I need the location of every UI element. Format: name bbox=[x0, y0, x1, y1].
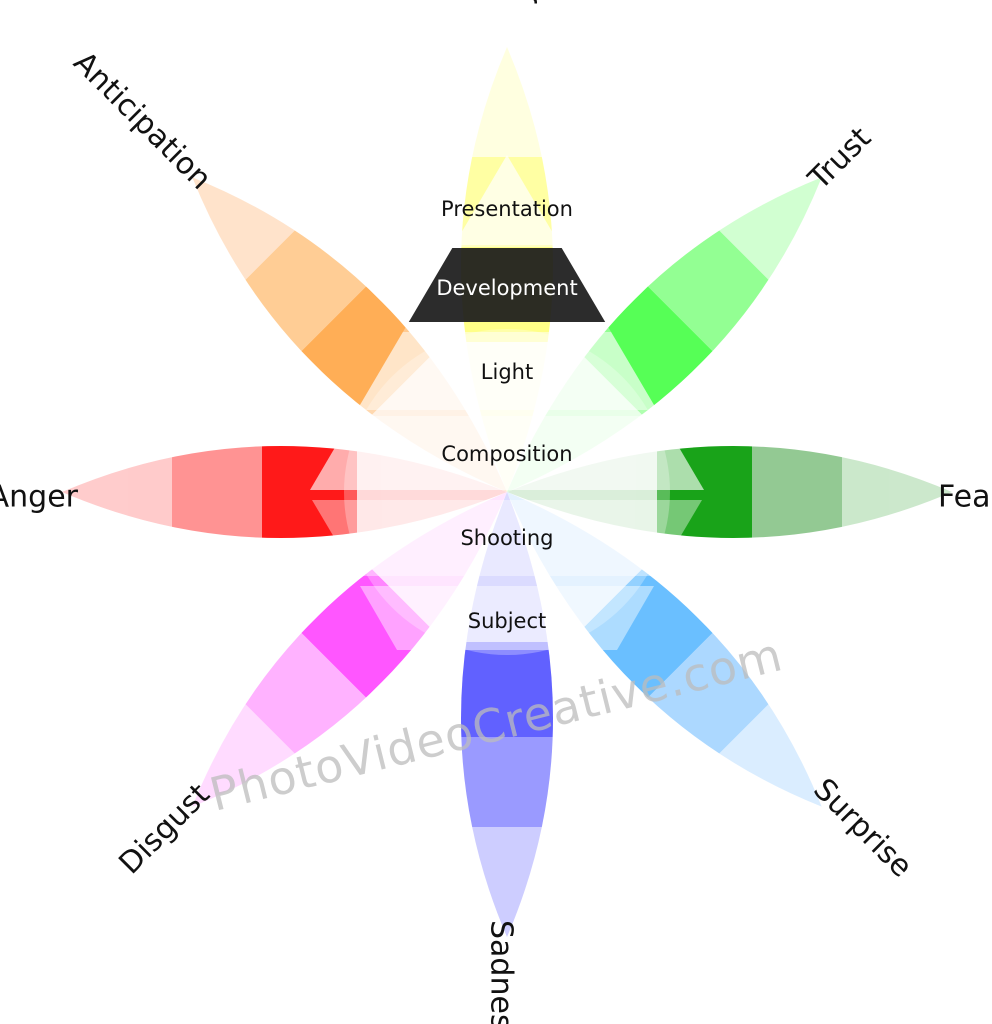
petal-band bbox=[461, 47, 553, 157]
emotion-label-surprise: Surprise bbox=[806, 772, 919, 885]
emotion-label-sadness: Sadness bbox=[484, 920, 519, 1024]
emotion-label-disgust: Disgust bbox=[112, 777, 216, 881]
petal-band bbox=[461, 642, 553, 737]
petal-band bbox=[172, 446, 262, 538]
petal-band bbox=[752, 446, 842, 538]
emotion-label-anger: Anger bbox=[0, 480, 79, 515]
petal-anger bbox=[62, 446, 507, 538]
emotion-label-anticipation: Anticipation bbox=[67, 45, 219, 197]
pyramid-layer-presentation bbox=[454, 155, 560, 245]
petal-band bbox=[62, 446, 172, 538]
pyramid-label-light: Light bbox=[481, 360, 533, 384]
photography-pyramid: PresentationDevelopmentLightCompositionS… bbox=[310, 155, 704, 650]
pyramid-label-subject: Subject bbox=[468, 609, 547, 633]
pyramid-layer-subject bbox=[360, 586, 654, 650]
petal-band bbox=[262, 446, 357, 538]
pyramid-layer-shooting bbox=[312, 500, 702, 576]
center-circle bbox=[344, 329, 670, 655]
petal-fear bbox=[507, 446, 952, 538]
petal-band bbox=[461, 737, 553, 827]
pyramid-label-development: Development bbox=[436, 276, 577, 300]
petal-band bbox=[842, 446, 952, 538]
pyramid-label-shooting: Shooting bbox=[460, 526, 553, 550]
emotion-label-fear: Fear bbox=[938, 480, 992, 515]
petal-band bbox=[507, 446, 657, 538]
pyramid-layer-composition bbox=[310, 416, 704, 490]
pyramid-layer-development bbox=[408, 248, 606, 322]
pyramid-label-presentation: Presentation bbox=[441, 197, 573, 221]
emotion-label-joy: Joy bbox=[504, 0, 539, 4]
pyramid-layer-light bbox=[357, 332, 657, 410]
petal-band bbox=[657, 446, 752, 538]
petal-band bbox=[357, 446, 507, 538]
pyramid-label-composition: Composition bbox=[441, 442, 572, 466]
